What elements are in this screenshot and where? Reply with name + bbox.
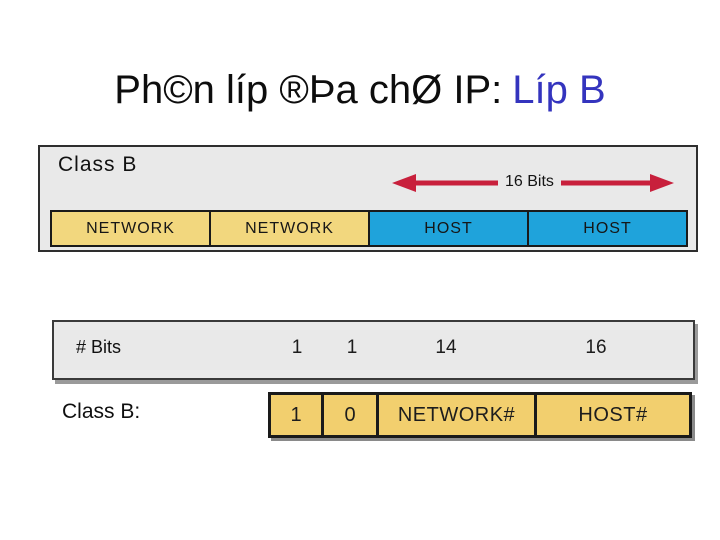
address-cell-host-2: HOST — [529, 212, 686, 245]
bits-span-arrow: 16 Bits — [392, 173, 674, 192]
bit-count-host: 16 — [585, 337, 607, 358]
bits-span-arrow-label: 16 Bits — [505, 173, 554, 190]
bit-cell-0: 0 — [324, 395, 379, 435]
class-b-panel-label: Class B — [58, 153, 138, 176]
bit-count-1: 1 — [291, 337, 303, 358]
arrow-right-icon — [560, 174, 674, 192]
slide-title-highlight: Líp B — [512, 68, 606, 112]
address-cell-network-1: NETWORK — [52, 212, 211, 245]
bit-count-2: 1 — [346, 337, 358, 358]
arrow-left-icon — [392, 174, 498, 192]
bits-header-label: # Bits — [76, 337, 122, 357]
address-cell-host-1: HOST — [370, 212, 529, 245]
bit-cell-network-number: NETWORK# — [379, 395, 537, 435]
address-field-row: NETWORK NETWORK HOST HOST — [50, 210, 688, 247]
class-b-structure-panel: Class B 16 Bits NETWORK NETWORK HOST HOS… — [38, 145, 698, 252]
class-b-bit-row: 1 0 NETWORK# HOST# — [268, 392, 692, 438]
bit-cell-1: 1 — [271, 395, 324, 435]
slide-title-text: Ph©n líp ®Þa chØ IP: — [114, 68, 503, 112]
class-b-row-label: Class B: — [62, 400, 141, 423]
bit-count-network: 14 — [435, 337, 457, 358]
slide-title: Ph©n líp ®Þa chØ IP:Líp B — [0, 68, 720, 113]
bit-counts-panel: # Bits 1 1 14 16 — [52, 320, 695, 380]
address-cell-network-2: NETWORK — [211, 212, 370, 245]
bit-cell-host-number: HOST# — [578, 403, 648, 426]
